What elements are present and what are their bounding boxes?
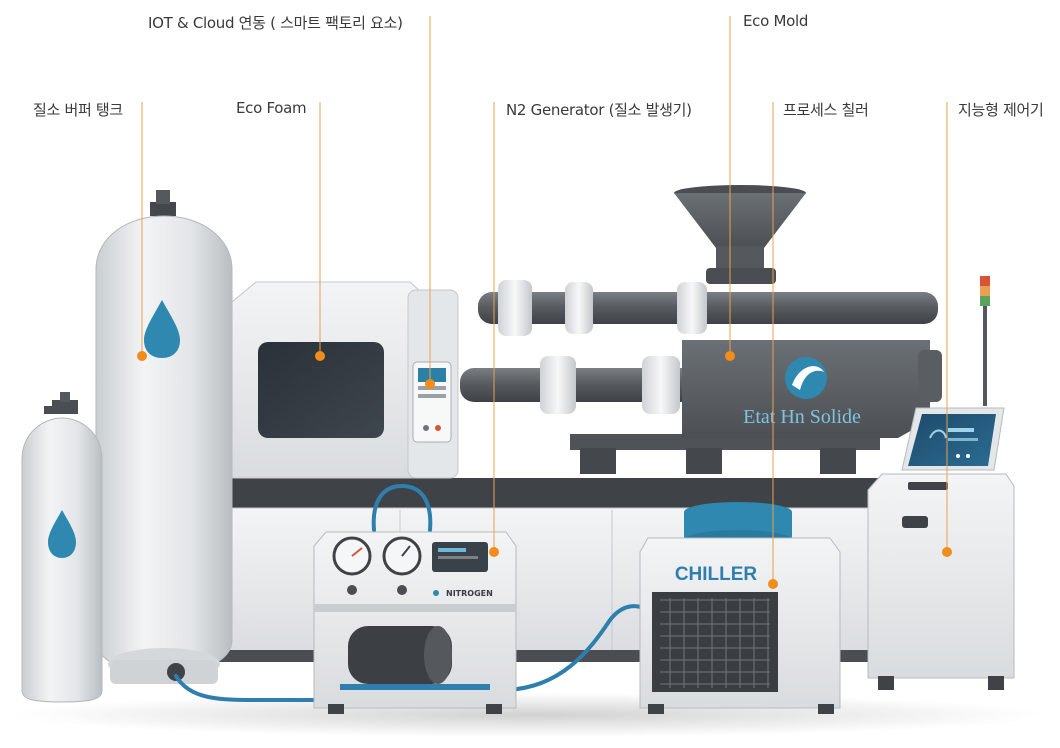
injection-unit: Etat Hn Solide: [570, 340, 942, 474]
dot-iot-cloud: [425, 379, 435, 389]
callout-eco-mold: Eco Mold: [743, 12, 809, 30]
dot-eco-mold: [725, 351, 735, 361]
chiller-label: CHILLER: [675, 564, 758, 585]
dot-nitrogen-tank: [137, 351, 147, 361]
nitrogen-label: NITROGEN: [446, 589, 493, 598]
callout-eco-foam: Eco Foam: [236, 99, 307, 117]
hoses: [174, 483, 652, 702]
callout-process-chiller: 프로세스 칠러: [783, 101, 869, 119]
callout-nitrogen-tank: 질소 버퍼 탱크: [33, 101, 123, 119]
nitrogen-cylinder: [21, 392, 103, 703]
n2-generator: NITROGEN: [313, 531, 517, 714]
callout-dots: [137, 351, 952, 589]
dot-n2-generator: [489, 547, 499, 557]
callout-smart-controller: 지능형 제어기: [958, 101, 1044, 119]
dot-process-chiller: [768, 579, 778, 589]
dot-eco-foam: [315, 351, 325, 361]
callout-n2-generator: N2 Generator (질소 발생기): [506, 101, 692, 119]
dot-smart-controller: [942, 547, 952, 557]
eco-foam-unit: [231, 281, 459, 479]
hopper: [674, 185, 806, 284]
mold-rails: [460, 280, 938, 414]
smart-controller: [867, 276, 1015, 690]
process-chiller: CHILLER: [639, 502, 841, 714]
brand-label: Etat Hn Solide: [743, 406, 861, 428]
callout-leaders: [141, 16, 948, 584]
callout-iot-cloud: IOT & Cloud 연동 ( 스마트 팩토리 요소): [148, 14, 403, 32]
nitrogen-buffer-tank: [95, 190, 233, 684]
